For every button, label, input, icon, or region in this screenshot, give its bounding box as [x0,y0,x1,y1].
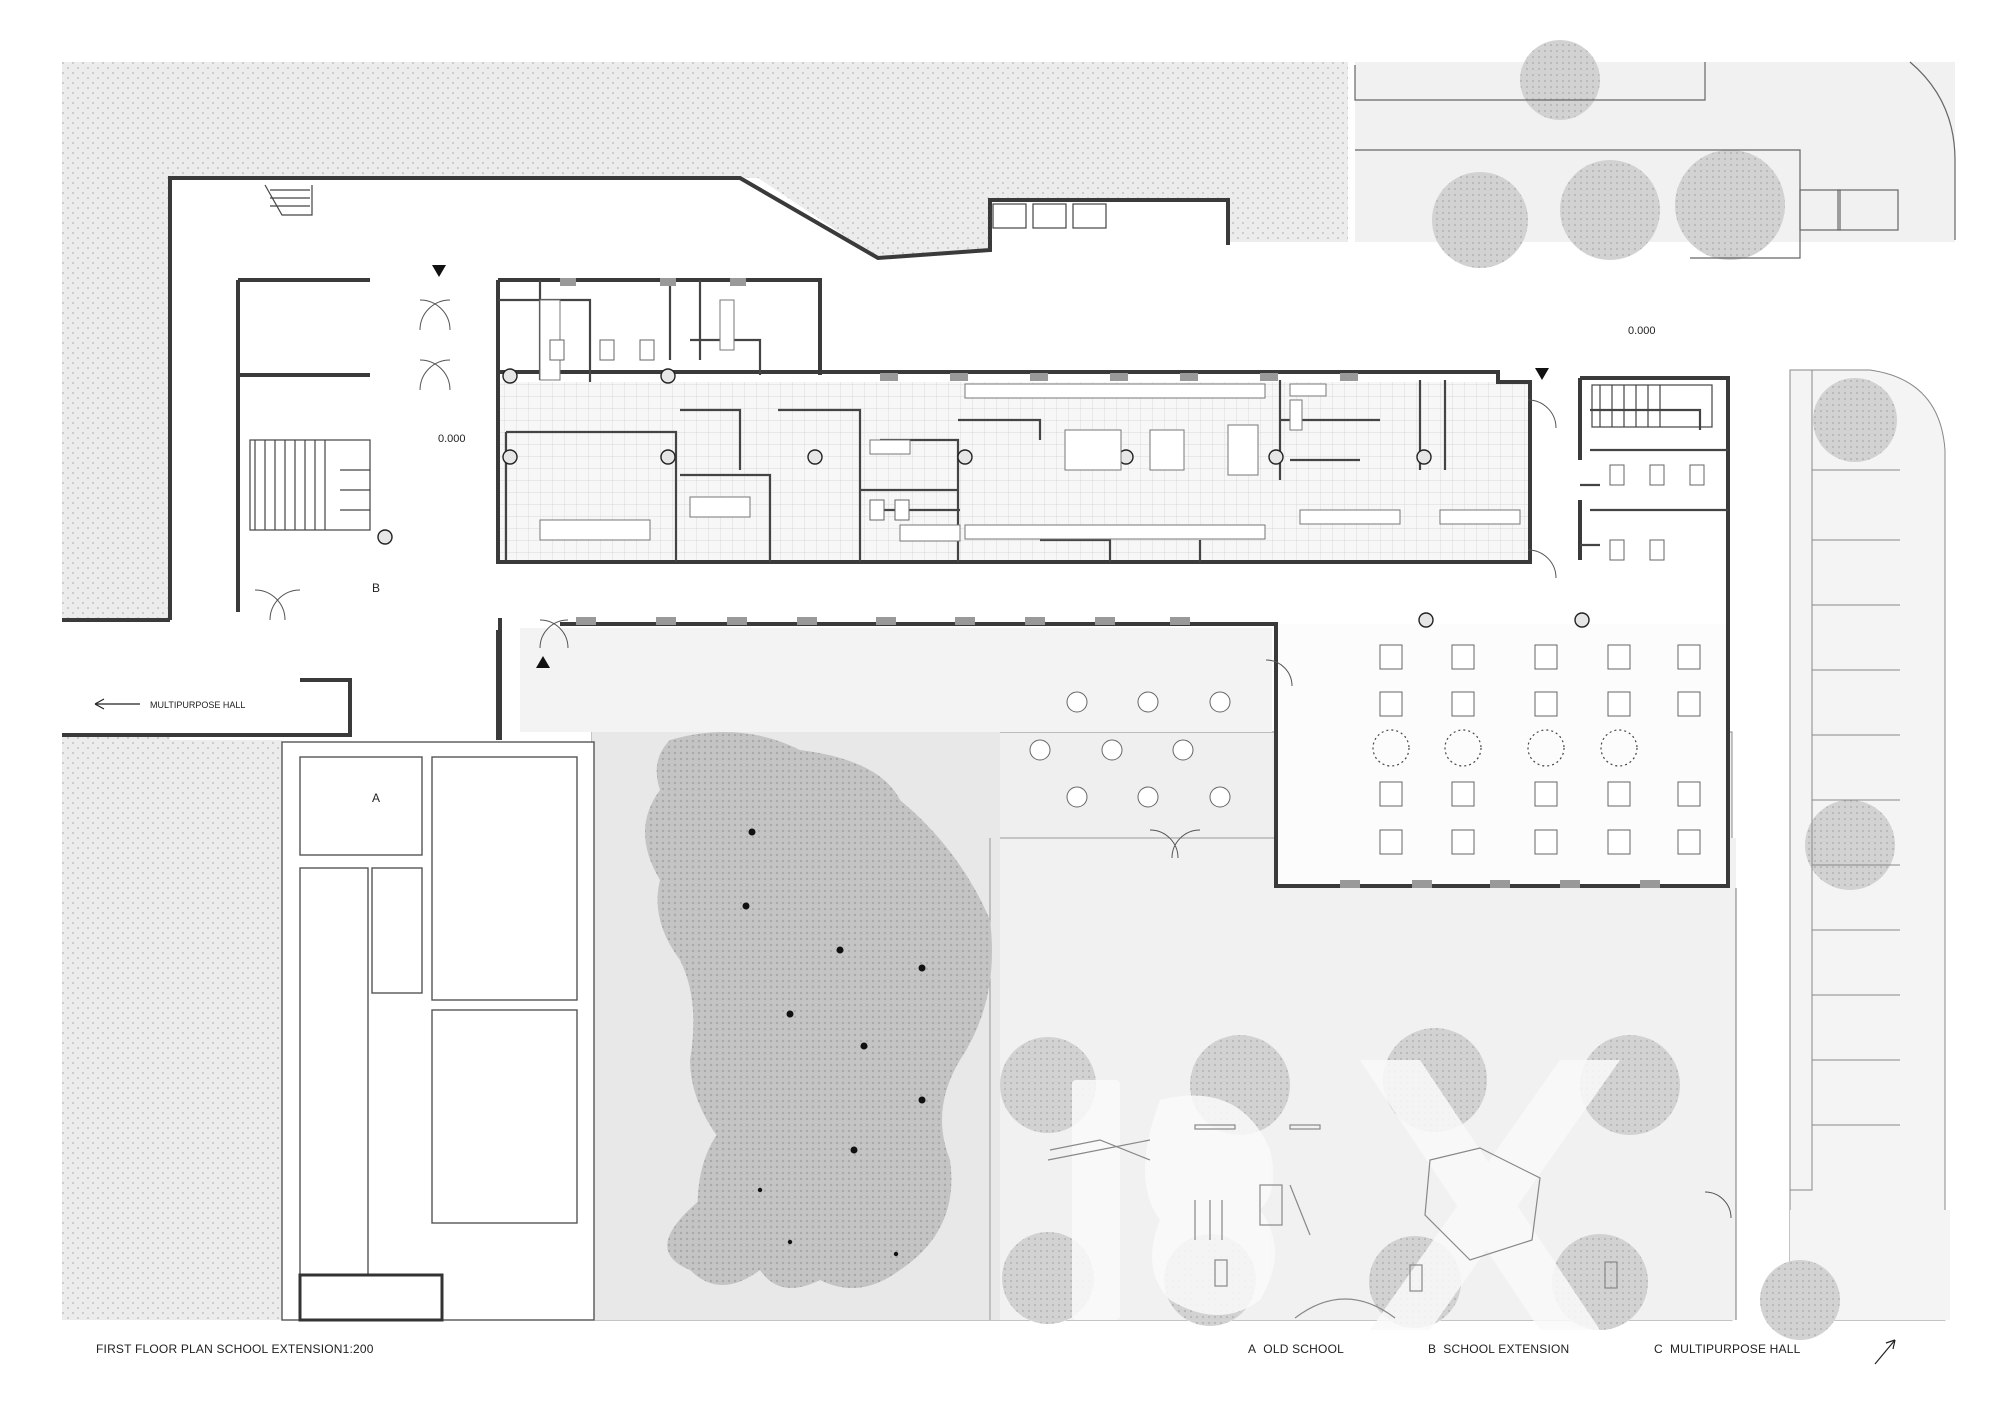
legend-item-c: C MULTIPURPOSE HALL [1654,1342,1801,1356]
legend-key: C [1654,1342,1663,1356]
legend-text: MULTIPURPOSE HALL [1669,1342,1801,1356]
building-a-label: A [372,791,380,805]
legend-key: B [1428,1342,1437,1356]
dining-tables [1379,644,1701,855]
toilet-fixtures [549,339,1705,561]
kitchen-fixtures [539,299,1521,542]
play-equipment [1047,1124,1618,1319]
window-bays [560,278,1660,888]
terrace-tables [1029,691,1231,808]
tree-trunks [742,828,926,1257]
facade-alcoves [992,203,1107,229]
north-arrow-icon [1874,1339,1896,1365]
legend-key: A [1248,1342,1257,1356]
exterior-walls [62,176,1730,888]
staircase [249,184,1713,531]
dining-round-tables [1372,729,1638,767]
legend-item-b: B SCHOOL EXTENSION [1428,1342,1569,1356]
old-school-block [281,741,595,1322]
legend-text: SCHOOL EXTENSION [1443,1342,1570,1356]
parking [1789,369,1900,1191]
legend-item-a: A OLD SCHOOL [1248,1342,1344,1356]
doors [254,299,1732,1219]
courtyard-tree-cluster [645,732,992,1288]
elevation-label-east: 0.000 [1628,325,1656,337]
multipurpose-hall-label: MULTIPURPOSE HALL [150,700,245,710]
columns [377,368,1590,628]
legend-text: OLD SCHOOL [1263,1342,1344,1356]
entrance-markers [432,265,1549,668]
north-strip [1354,61,1956,259]
drawing-title: FIRST FLOOR PLAN SCHOOL EXTENSION1:200 [96,1342,374,1356]
multipurpose-hall-arrow [94,698,140,710]
elevation-label-west: 0.000 [438,433,466,445]
building-b-label: B [372,581,380,595]
